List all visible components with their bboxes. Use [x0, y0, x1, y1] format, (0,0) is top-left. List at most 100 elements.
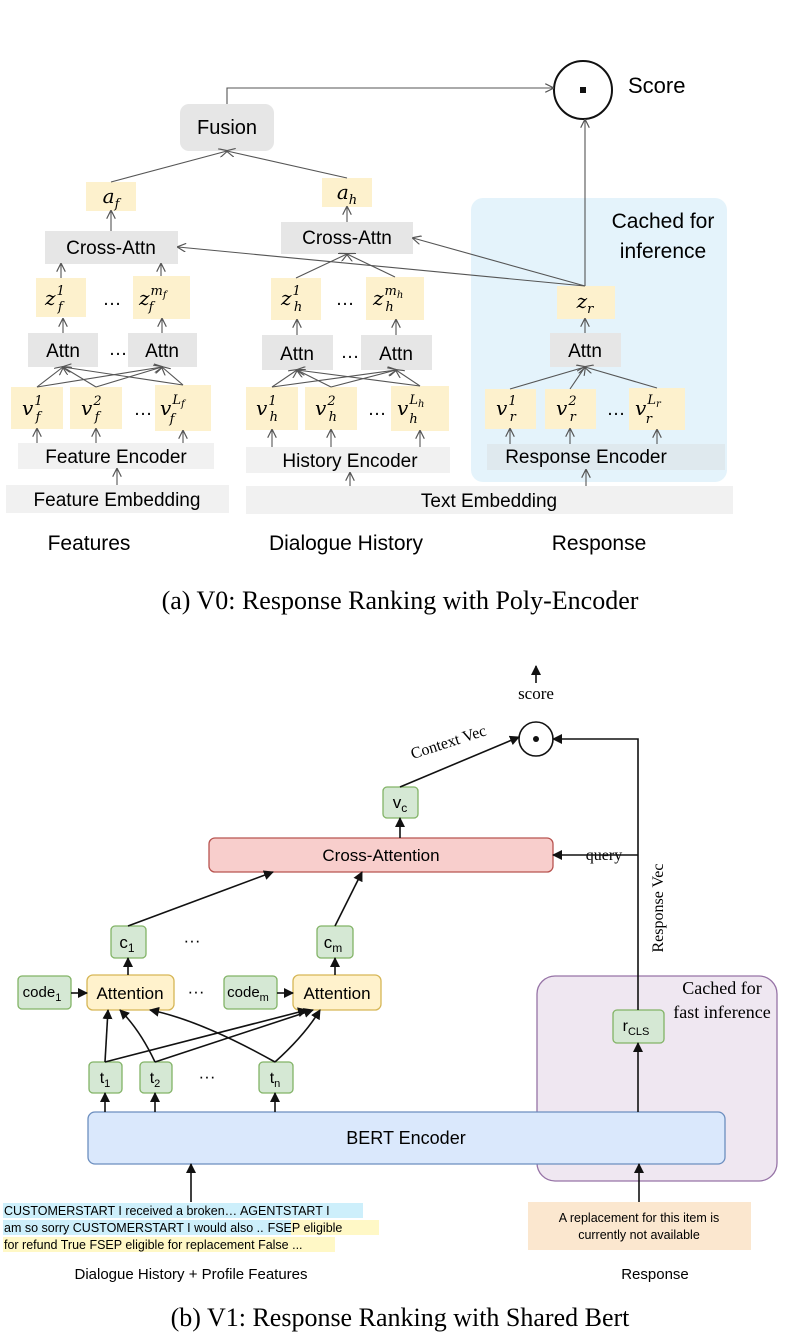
z-f1-box — [36, 278, 86, 317]
arrow-zr-to-crossattnf — [178, 247, 586, 287]
ellipsis-zf: … — [103, 289, 122, 310]
score-node-dot — [580, 87, 586, 93]
feature-embedding-label: Feature Embedding — [34, 490, 201, 511]
arrow-vr1-to-attnr — [509, 367, 585, 390]
history-highlight-line1 — [3, 1203, 363, 1218]
feature-encoder-label: Feature Encoder — [45, 447, 187, 468]
tn-token: tn — [270, 1070, 281, 1090]
vc-token: vc — [393, 793, 408, 815]
arrow-zr-to-crossattnh — [413, 238, 586, 287]
arrow-vc-to-score — [399, 735, 520, 788]
score-node-b-dot — [533, 736, 539, 742]
v-fL-box — [155, 385, 211, 431]
cross-attn-features-label: Cross-Attn — [66, 238, 156, 259]
attn-fm-box — [128, 333, 197, 367]
arrow-ah-to-fusion — [227, 151, 348, 179]
text-embedding-label: Text Embedding — [421, 491, 557, 512]
arrow-vf1-to-attnf1 — [36, 367, 63, 388]
score-label-b: score — [518, 684, 554, 703]
column-label-features: Features — [48, 532, 131, 555]
response-encoder-box — [487, 444, 725, 470]
history-input-line3: for refund True FSEP eligible for replac… — [4, 1238, 303, 1252]
cached-fast-label-line2: fast inference — [673, 1002, 770, 1022]
history-encoder-label: History Encoder — [282, 451, 418, 472]
response-input-line1: A replacement for this item is — [559, 1211, 719, 1225]
attn-fm-label: Attn — [145, 341, 179, 362]
a-f-token: af — [103, 184, 122, 212]
ellipsis-vr: … — [607, 399, 626, 420]
text-embedding-box — [246, 486, 733, 514]
attn-r-box — [550, 333, 621, 367]
attn-f1-label: Attn — [46, 341, 80, 362]
context-vec-label: Context Vec — [409, 723, 489, 763]
attn-hm-box — [361, 335, 432, 370]
caption-a: (a) V0: Response Ranking with Poly-Encod… — [162, 586, 639, 615]
z-r-box — [557, 286, 615, 319]
bert-encoder-label: BERT Encoder — [346, 1128, 465, 1148]
ellipsis-attention: ··· — [188, 982, 205, 1001]
label-response-b: Response — [621, 1266, 689, 1283]
v-r2-box — [545, 389, 596, 429]
arrow-vh1-to-attnhm — [271, 370, 396, 388]
z-fm-box — [133, 276, 190, 319]
ellipsis-t: ··· — [199, 1067, 216, 1086]
arrow-t1-to-attnm — [104, 1007, 308, 1063]
attentionm-label: Attention — [303, 984, 370, 1003]
v-rL-box — [629, 388, 685, 430]
feature-embedding-box — [6, 485, 229, 513]
attn-r-label: Attn — [568, 341, 602, 362]
arrow-af-to-fusion — [110, 151, 227, 183]
history-highlight-line3 — [3, 1237, 335, 1252]
arrow-tn-to-attnm — [274, 1009, 321, 1063]
panel-b: Cached for fast inference score Context … — [3, 665, 778, 1332]
response-input-box — [528, 1202, 751, 1250]
attn-h1-box — [262, 335, 333, 370]
z-hm-box — [366, 277, 424, 320]
cached-label-line2: inference — [620, 240, 706, 263]
ellipsis-attn-h: … — [341, 342, 360, 363]
v-r1-box — [485, 389, 536, 429]
arrow-t2-to-attnm — [154, 1008, 314, 1063]
code1-token: code1 — [23, 984, 62, 1004]
rcls-token: rCLS — [623, 1018, 650, 1038]
arrow-vhL-to-attnh1 — [297, 370, 421, 387]
arrow-vfL-to-attnf1 — [63, 367, 184, 386]
column-label-response: Response — [552, 532, 647, 555]
arrow-cm-to-crossattn — [334, 871, 363, 927]
arrow-rcls-to-score — [552, 734, 639, 1010]
history-encoder-box — [246, 447, 450, 473]
arrow-vh1-to-attnh1 — [271, 370, 297, 388]
attn-h1-label: Attn — [280, 344, 314, 365]
t2-token: t2 — [150, 1070, 161, 1090]
feature-encoder-box — [18, 443, 214, 469]
history-input-line1: CUSTOMERSTART I received a broken… AGENT… — [4, 1204, 330, 1218]
arrow-t2-to-attn1 — [119, 1009, 156, 1063]
cached-label-line1: Cached for — [612, 210, 715, 233]
arrow-t1-to-attn1 — [102, 1009, 113, 1063]
arrow-tn-to-attn1 — [149, 1006, 276, 1063]
z-r-token: zr — [576, 289, 595, 317]
arrow-c1-to-crossattn — [127, 870, 274, 927]
v-f1-box — [11, 387, 63, 429]
cross-attn-features-box — [45, 231, 178, 264]
ellipsis-attn-f: … — [109, 339, 128, 360]
history-input-line2: am so sorry CUSTOMERSTART I would also .… — [4, 1221, 342, 1235]
v-h1-box — [246, 387, 298, 430]
t1-token: t1 — [100, 1070, 111, 1090]
v-h2-box — [305, 387, 357, 430]
ellipsis-zh: … — [336, 289, 355, 310]
label-history-features: Dialogue History + Profile Features — [74, 1266, 307, 1283]
attention1-label: Attention — [96, 984, 163, 1003]
arrow-zh1-to-crossattn — [295, 254, 347, 279]
arrow-vrL-to-attnr — [585, 367, 658, 389]
